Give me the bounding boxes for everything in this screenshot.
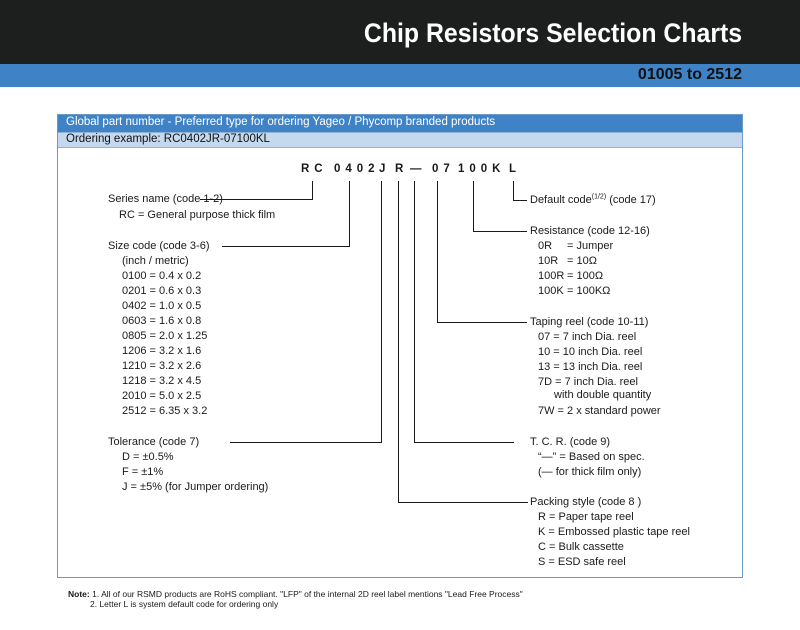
code-series: RC [301,163,328,175]
tolerance-item: J = ±5% (for Jumper ordering) [122,481,269,493]
resistance-code: 100R [538,270,565,282]
taping-item: 10 = 10 inch Dia. reel [538,346,643,358]
size-item: 1206 = 3.2 x 1.6 [122,345,202,357]
tolerance-title: Tolerance (code 7) [108,436,200,448]
packing-connector-v [398,181,399,503]
tolerance-connector-h [230,442,382,443]
default-connector-h [513,200,527,201]
packing-item: C = Bulk cassette [538,541,624,553]
resistance-code: 100K [538,285,564,297]
code-taping: 07 [432,163,455,175]
resistance-connector-v [473,181,474,232]
size-item: 0402 = 1.0 x 0.5 [122,300,202,312]
taping-item: 7D = 7 inch Dia. reel [538,376,638,388]
size-item: 2010 = 5.0 x 2.5 [122,390,202,402]
default-connector-v [513,181,514,201]
tcr-item: (— for thick film only) [538,466,642,478]
packing-item: S = ESD safe reel [538,556,626,568]
series-title: Series name (code 1-2) [108,193,223,205]
default-code-title: Default code(1/2) (code 17) [530,193,656,206]
packing-item: R = Paper tape reel [538,511,634,523]
code-tolerance: J [379,163,386,175]
subtitle-bar [0,64,800,87]
taping-item: 07 = 7 inch Dia. reel [538,331,637,343]
default-code-footnote: (1/2) [591,193,607,201]
series-connector-h [200,199,313,200]
tolerance-item: F = ±1% [122,466,164,478]
tolerance-item: D = ±0.5% [122,451,174,463]
default-code-label: Default code [530,194,592,206]
tcr-connector-v [414,181,415,443]
code-tcr: — [410,163,422,175]
tcr-connector-h [414,442,514,443]
size-connector-h [222,246,350,247]
resistance-title: Resistance (code 12-16) [530,225,650,237]
size-item: 0201 = 0.6 x 0.3 [122,285,202,297]
note-line: Note: 1. All of our RSMD products are Ro… [68,589,523,599]
resistance-code: 10R [538,255,559,267]
packing-title: Packing style (code 8 ) [530,496,642,508]
size-item: 0603 = 1.6 x 0.8 [122,315,202,327]
ordering-example: Ordering example: RC0402JR-07100KL [66,133,270,145]
code-packing: R [395,163,404,175]
taping-item: 13 = 13 inch Dia. reel [538,361,643,373]
size-item: 0805 = 2.0 x 1.25 [122,330,208,342]
default-code-suffix: (code 17) [606,194,656,206]
size-connector-v [349,181,350,247]
series-item: RC = General purpose thick film [119,209,276,221]
note-2: 2. Letter L is system default code for o… [90,599,279,609]
packing-connector-h [398,502,528,503]
size-title: Size code (code 3-6) [108,240,210,252]
resistance-desc: = 100KΩ [567,285,611,297]
series-connector-v [312,181,313,200]
size-item: 0100 = 0.4 x 0.2 [122,270,202,282]
tcr-item: “—” = Based on spec. [538,451,645,463]
resistance-code: 0R [538,240,553,252]
size-item: 1210 = 3.2 x 2.6 [122,360,202,372]
size-item: 1218 = 3.2 x 4.5 [122,375,202,387]
taping-title: Taping reel (code 10-11) [530,316,649,328]
packing-item: K = Embossed plastic tape reel [538,526,690,538]
page-title: Chip Resistors Selection Charts [363,18,742,48]
code-size: 0402 [334,163,380,175]
note-label: Note: [68,589,90,599]
note-1: 1. All of our RSMD products are RoHS com… [92,589,523,599]
size-range: 01005 to 2512 [637,66,742,83]
panel-heading: Global part number - Preferred type for … [66,116,496,128]
ordering-panel [57,114,743,578]
tolerance-connector-v [381,181,382,443]
title-bar [0,0,800,64]
taping-connector-h [437,322,527,323]
resistance-desc: = 100Ω [567,270,604,282]
notes: Note: 1. All of our RSMD products are Ro… [68,589,523,609]
ordering-example-bar [58,132,742,148]
taping-connector-v [437,181,438,323]
resistance-connector-h [473,231,527,232]
note-line: 2. Letter L is system default code for o… [68,599,523,609]
size-item: 2512 = 6.35 x 3.2 [122,405,208,417]
taping-item: 7W = 2 x standard power [538,405,661,417]
resistance-desc: = 10Ω [567,255,597,267]
code-resistance: 100K [458,163,506,175]
code-default: L [509,163,517,175]
tcr-title: T. C. R. (code 9) [530,436,611,448]
resistance-desc: = Jumper [567,240,614,252]
panel-heading-bar [58,115,742,132]
taping-item-continuation: with double quantity [554,389,652,401]
size-subtitle: (inch / metric) [122,255,189,267]
